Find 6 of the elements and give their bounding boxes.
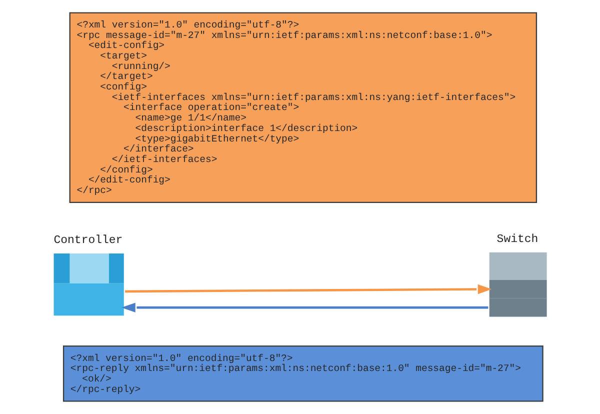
node-box: <?xml version="1.0" encoding="utf-8"?> <rpc message-id="m-27" xmlns="urn:ietf:params:xml:ns:netconf:base:1.0"> <edit-config> <target> <running/> </target> <config> <ietf-interfaces xmlns="urn:ietf:params:xml:ns:yang:ietf-interfaces"> <interface operation="create"> <name>ge 1/1</name> <description>interface 1</description> <type>gigabitEthernet</type> </interface> </ietf-interfaces> </config> </edit-config> </rpc>: [69, 12, 538, 203]
arrow: [122, 302, 488, 312]
node-box: <?xml version="1.0" encoding="utf-8"?> <rpc-reply xmlns="urn:ietf:params:xml:ns:netconf:base:1.0" message-id="m-27"> <ok/> </rpc-reply>: [62, 345, 544, 402]
arrow: [125, 284, 492, 294]
node-label: Controller: [54, 234, 123, 248]
node-label: Switch: [496, 233, 538, 246]
